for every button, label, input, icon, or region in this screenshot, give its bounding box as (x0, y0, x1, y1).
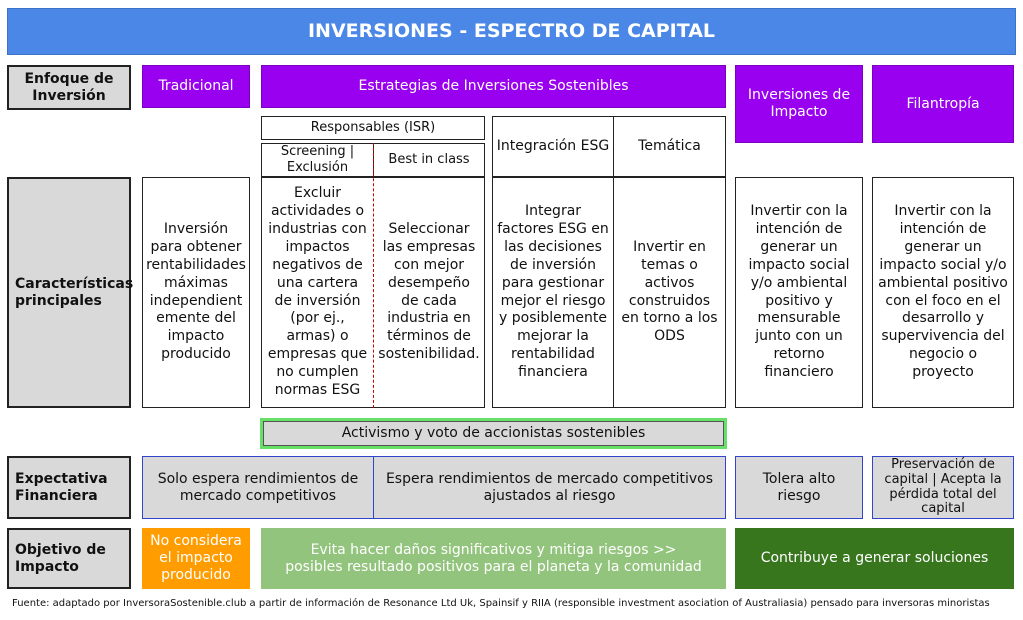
header-filantropia: Filantropía (872, 65, 1014, 143)
subheader-screening: Screening | Exclusión (261, 143, 374, 177)
dashed-divider (373, 143, 374, 408)
char-tematica: Invertir en temas o activos construidos … (613, 177, 726, 408)
char-integracion-esg: Integrar factores ESG en las decisiones … (492, 177, 614, 408)
page-title: INVERSIONES - ESPECTRO DE CAPITAL (7, 8, 1016, 55)
header-sostenibles: Estrategias de Inversiones Sostenibles (261, 65, 726, 108)
row-label-expectativa: Expectativa Financiera (7, 456, 131, 519)
subheader-integracion-esg: Integración ESG (492, 116, 614, 177)
char-tradicional: Inversión para obtener rentabilidades má… (142, 177, 250, 408)
char-screening: Excluir actividades o industrias con imp… (267, 185, 368, 399)
char-filantropia: Invertir con la intención de generar un … (872, 177, 1014, 408)
activism-bar: Activismo y voto de accionistas sostenib… (260, 418, 727, 449)
char-impacto: Invertir con la intención de generar un … (735, 177, 863, 408)
subheader-tematica: Temática (613, 116, 726, 177)
source-footnote: Fuente: adaptado por InversoraSostenible… (12, 598, 990, 609)
objective-sostenibles: Evita hacer daños significativos y mitig… (261, 528, 726, 589)
row-label-enfoque: Enfoque de Inversión (7, 65, 131, 110)
subheader-best-in-class: Best in class (373, 143, 485, 177)
objective-tradicional: No considera el impacto producido (142, 528, 250, 589)
subheader-responsables: Responsables (ISR) (261, 116, 485, 140)
expectation-filantropia: Preservación de capital | Acepta la pérd… (872, 456, 1014, 519)
expectation-sostenibles: Espera rendimientos de mercado competiti… (373, 456, 726, 519)
row-label-caracteristicas: Características principales (7, 177, 133, 408)
char-best-in-class: Seleccionar las empresas con mejor desem… (378, 220, 480, 363)
header-impacto: Inversiones de Impacto (735, 65, 863, 143)
objective-impacto-filantropia: Contribuye a generar soluciones (735, 528, 1014, 589)
expectation-tradicional: Solo espera rendimientos de mercado comp… (142, 456, 374, 519)
expectation-impacto: Tolera alto riesgo (735, 456, 863, 519)
header-tradicional: Tradicional (142, 65, 250, 108)
row-label-objetivo: Objetivo de Impacto (7, 528, 131, 589)
